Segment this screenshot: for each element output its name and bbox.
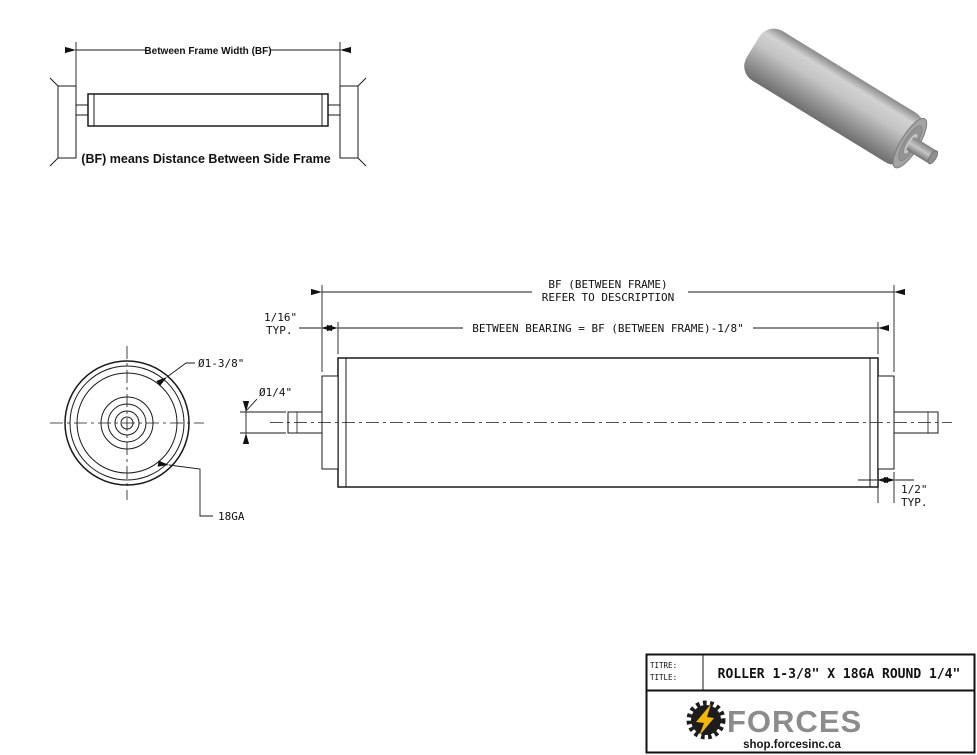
shaft-diameter-label: Ø1/4"	[259, 386, 292, 399]
bearing-circle	[107, 403, 147, 443]
gear-lightning-icon	[686, 700, 726, 740]
shaft-diameter-leader	[245, 398, 258, 412]
left-side-frame	[57, 85, 77, 159]
tube-od-circle	[64, 360, 190, 486]
title-block: TITRE: TITLE: ROLLER 1-3/8" X 18GA ROUND…	[645, 653, 976, 754]
bf-inset-diagram: Between Frame Width (BF) (BF) means Dist…	[49, 42, 367, 167]
left-frame-flange-bottom	[49, 157, 59, 167]
diameter-leader	[156, 362, 195, 387]
titre-label: TITRE:	[650, 661, 677, 670]
roller-side-view: BF (BETWEEN FRAME) REFER TO DESCRIPTION …	[240, 278, 952, 509]
tube-id-circle	[69, 365, 185, 481]
left-frame-flange-top	[49, 77, 59, 87]
bf-dimension-label-line1: BF (BETWEEN FRAME)	[548, 278, 667, 291]
title-label: TITLE:	[650, 673, 677, 682]
roller-diameter-label: Ø1-3/8"	[198, 357, 244, 370]
brand-website: shop.forcesinc.ca	[743, 739, 841, 751]
gap-dimension-label: 1/16"	[264, 311, 297, 324]
end-cap-circle	[76, 372, 178, 474]
inset-left-shaft	[75, 104, 89, 116]
roller-3d-shaft	[906, 137, 937, 163]
right-frame-flange-top	[357, 77, 367, 87]
right-frame-flange-bottom	[357, 157, 367, 167]
gauge-label: 18GA	[218, 510, 245, 523]
bearing-width-label: 1/2"	[901, 483, 928, 496]
roller-3d-photo	[744, 28, 939, 169]
inset-roller-body	[87, 93, 329, 127]
bf-meaning-caption: (BF) means Distance Between Side Frame	[81, 152, 330, 166]
gap-typ-label: TYP.	[266, 324, 293, 337]
bf-dimension-label-line2: REFER TO DESCRIPTION	[542, 291, 674, 304]
right-side-frame	[339, 85, 359, 159]
bf-width-label: Between Frame Width (BF)	[144, 46, 271, 57]
drawing-title: ROLLER 1-3/8" X 18GA ROUND 1/4"	[718, 667, 961, 682]
title-block-border	[645, 653, 976, 754]
gauge-leader	[157, 460, 213, 517]
bearing-width-typ-label: TYP.	[901, 496, 928, 509]
roller-end-view: Ø1-3/8" 18GA	[50, 346, 245, 523]
brand-name: FORCES	[727, 704, 862, 739]
roller-3d-body	[744, 28, 924, 165]
lightning-bolt-icon	[696, 704, 714, 736]
bearing-inner-circle	[114, 410, 140, 436]
roller-3d-shaft-end	[927, 150, 939, 165]
bearing-housing-circle	[100, 396, 154, 450]
shaft-circle	[120, 416, 134, 430]
between-bearing-label: BETWEEN BEARING = BF (BETWEEN FRAME)-1/8…	[472, 322, 744, 335]
gear-teeth	[686, 700, 726, 740]
inset-right-shaft	[327, 104, 341, 116]
forces-logo: FORCES shop.forcesinc.ca	[686, 700, 862, 751]
